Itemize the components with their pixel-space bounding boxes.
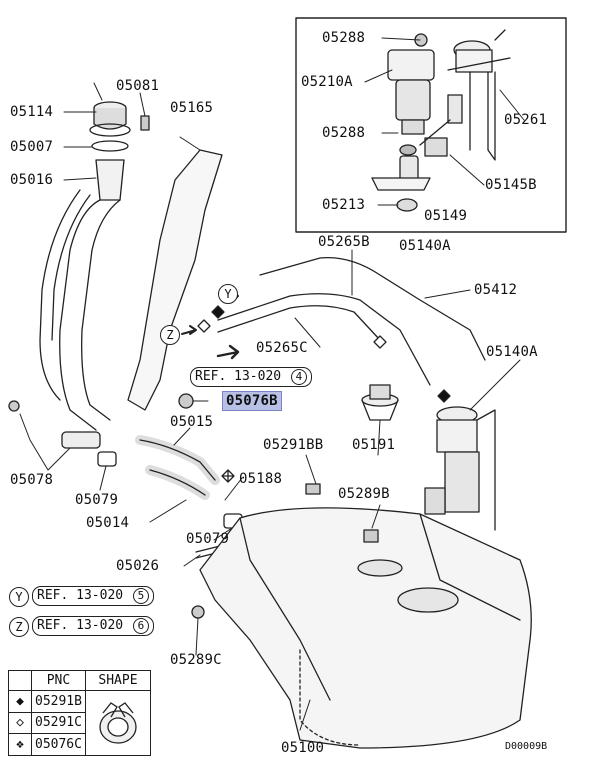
label-05191: 05191 bbox=[352, 437, 396, 453]
label-05149: 05149 bbox=[424, 208, 468, 224]
label-05078: 05078 bbox=[10, 472, 54, 488]
ref-y-marker: Y bbox=[9, 587, 29, 607]
grommet-05076b bbox=[178, 393, 194, 409]
ref-y-text: REF. 13-020 bbox=[37, 588, 124, 603]
label-05016: 05016 bbox=[10, 172, 54, 188]
breather-hose-05014 bbox=[145, 465, 210, 500]
label-05140a-inset: 05140A bbox=[399, 238, 451, 254]
label-05100: 05100 bbox=[281, 740, 325, 756]
label-05014: 05014 bbox=[86, 515, 130, 531]
ref-y-number: 5 bbox=[132, 587, 149, 604]
vapor-line-05265b bbox=[217, 293, 431, 386]
rollover-valve-05191 bbox=[361, 384, 399, 421]
label-05412: 05412 bbox=[474, 282, 518, 298]
label-05288-top: 05288 bbox=[322, 30, 366, 46]
label-05261: 05261 bbox=[504, 112, 548, 128]
vapor-line-05265c bbox=[217, 305, 381, 341]
bolt-05081 bbox=[140, 115, 150, 131]
label-05079-a: 05079 bbox=[75, 492, 119, 508]
vapor-line-05412 bbox=[259, 256, 486, 361]
legend-row: ❖ 05076C bbox=[8, 733, 151, 756]
legend-pnc: 05076C bbox=[31, 733, 86, 756]
label-05213: 05213 bbox=[322, 197, 366, 213]
label-05289c: 05289C bbox=[170, 652, 222, 668]
fuel-pump-assembly bbox=[371, 33, 435, 212]
legend-pnc: 05291B bbox=[31, 690, 86, 713]
fuel-pump-module-05140a bbox=[424, 406, 496, 531]
clamp-05079-a bbox=[97, 451, 117, 467]
ref-z-13-020-6[interactable]: REF. 13-020 6 bbox=[32, 616, 154, 636]
label-05265b: 05265B bbox=[318, 234, 370, 250]
legend-header-pnc: PNC bbox=[31, 670, 86, 691]
clamp-shape-icon bbox=[99, 702, 137, 744]
label-05165: 05165 bbox=[170, 100, 214, 116]
filler-hose-05015 bbox=[135, 435, 220, 485]
label-05288-mid: 05288 bbox=[322, 125, 366, 141]
filler-neck bbox=[59, 159, 125, 431]
label-05079-b: 05079 bbox=[186, 531, 230, 547]
arrow-z bbox=[181, 325, 197, 335]
ref-z-number: 6 bbox=[132, 617, 149, 634]
label-05015: 05015 bbox=[170, 414, 214, 430]
hose-05078 bbox=[61, 431, 101, 449]
label-05076b-highlighted[interactable]: 05076B bbox=[222, 391, 282, 411]
legend-header-row: PNC SHAPE bbox=[8, 670, 151, 691]
label-05140a: 05140A bbox=[486, 344, 538, 360]
ref-13-020-4[interactable]: REF. 13-020 4 bbox=[190, 367, 312, 387]
filled-diamond-marker-b bbox=[437, 389, 451, 403]
fuel-sender-assembly bbox=[419, 29, 511, 161]
legend-pnc: 05291C bbox=[31, 711, 86, 735]
ref-text: REF. 13-020 bbox=[195, 369, 282, 384]
label-05291bb: 05291BB bbox=[263, 437, 324, 453]
arrow-ref bbox=[216, 344, 240, 360]
plug-05289b bbox=[363, 529, 379, 543]
legend-row: ◇ 05291C bbox=[8, 711, 151, 735]
fuel-cap bbox=[89, 101, 131, 137]
label-05026: 05026 bbox=[116, 558, 160, 574]
breather-hose bbox=[39, 189, 91, 401]
label-05007: 05007 bbox=[10, 139, 54, 155]
legend-header-shape: SHAPE bbox=[84, 670, 151, 691]
ref-z-text: REF. 13-020 bbox=[37, 618, 124, 633]
legend-header-blank bbox=[8, 670, 32, 691]
label-05289b: 05289B bbox=[338, 486, 390, 502]
filled-diamond-marker-a bbox=[211, 305, 225, 319]
pump-module-inset-box bbox=[295, 17, 567, 233]
label-05210a: 05210A bbox=[301, 74, 353, 90]
crossed-diamond-marker bbox=[221, 469, 235, 483]
filled-diamond-icon: ◆ bbox=[8, 690, 32, 713]
label-05188: 05188 bbox=[239, 471, 283, 487]
ref-y-13-020-5[interactable]: REF. 13-020 5 bbox=[32, 586, 154, 606]
ref-number: 4 bbox=[290, 368, 307, 385]
fuel-tank-05100 bbox=[199, 507, 532, 749]
open-diamond-marker-b bbox=[373, 335, 387, 349]
label-05145b: 05145B bbox=[485, 177, 537, 193]
label-05114: 05114 bbox=[10, 104, 54, 120]
diagram-code: D00009B bbox=[505, 741, 548, 752]
ref-z-marker: Z bbox=[9, 617, 29, 637]
crossed-diamond-icon: ❖ bbox=[8, 733, 32, 756]
bolt-05078 bbox=[8, 400, 20, 412]
marker-y: Y bbox=[218, 284, 238, 304]
open-diamond-marker-a bbox=[197, 319, 211, 333]
gasket-05007 bbox=[91, 140, 129, 152]
grommet-05291bb bbox=[305, 483, 321, 495]
drain-plug-05289c bbox=[191, 605, 205, 619]
label-05081: 05081 bbox=[116, 78, 160, 94]
label-05265c: 05265C bbox=[256, 340, 308, 356]
marker-z: Z bbox=[160, 325, 180, 345]
shape-legend-table: PNC SHAPE ◆ 05291B ◇ 05291C bbox=[8, 670, 151, 756]
open-diamond-icon: ◇ bbox=[8, 711, 32, 735]
heat-shield-05165 bbox=[127, 149, 223, 411]
clamp-shape-image bbox=[84, 690, 151, 756]
legend-row: ◆ 05291B bbox=[8, 690, 151, 756]
